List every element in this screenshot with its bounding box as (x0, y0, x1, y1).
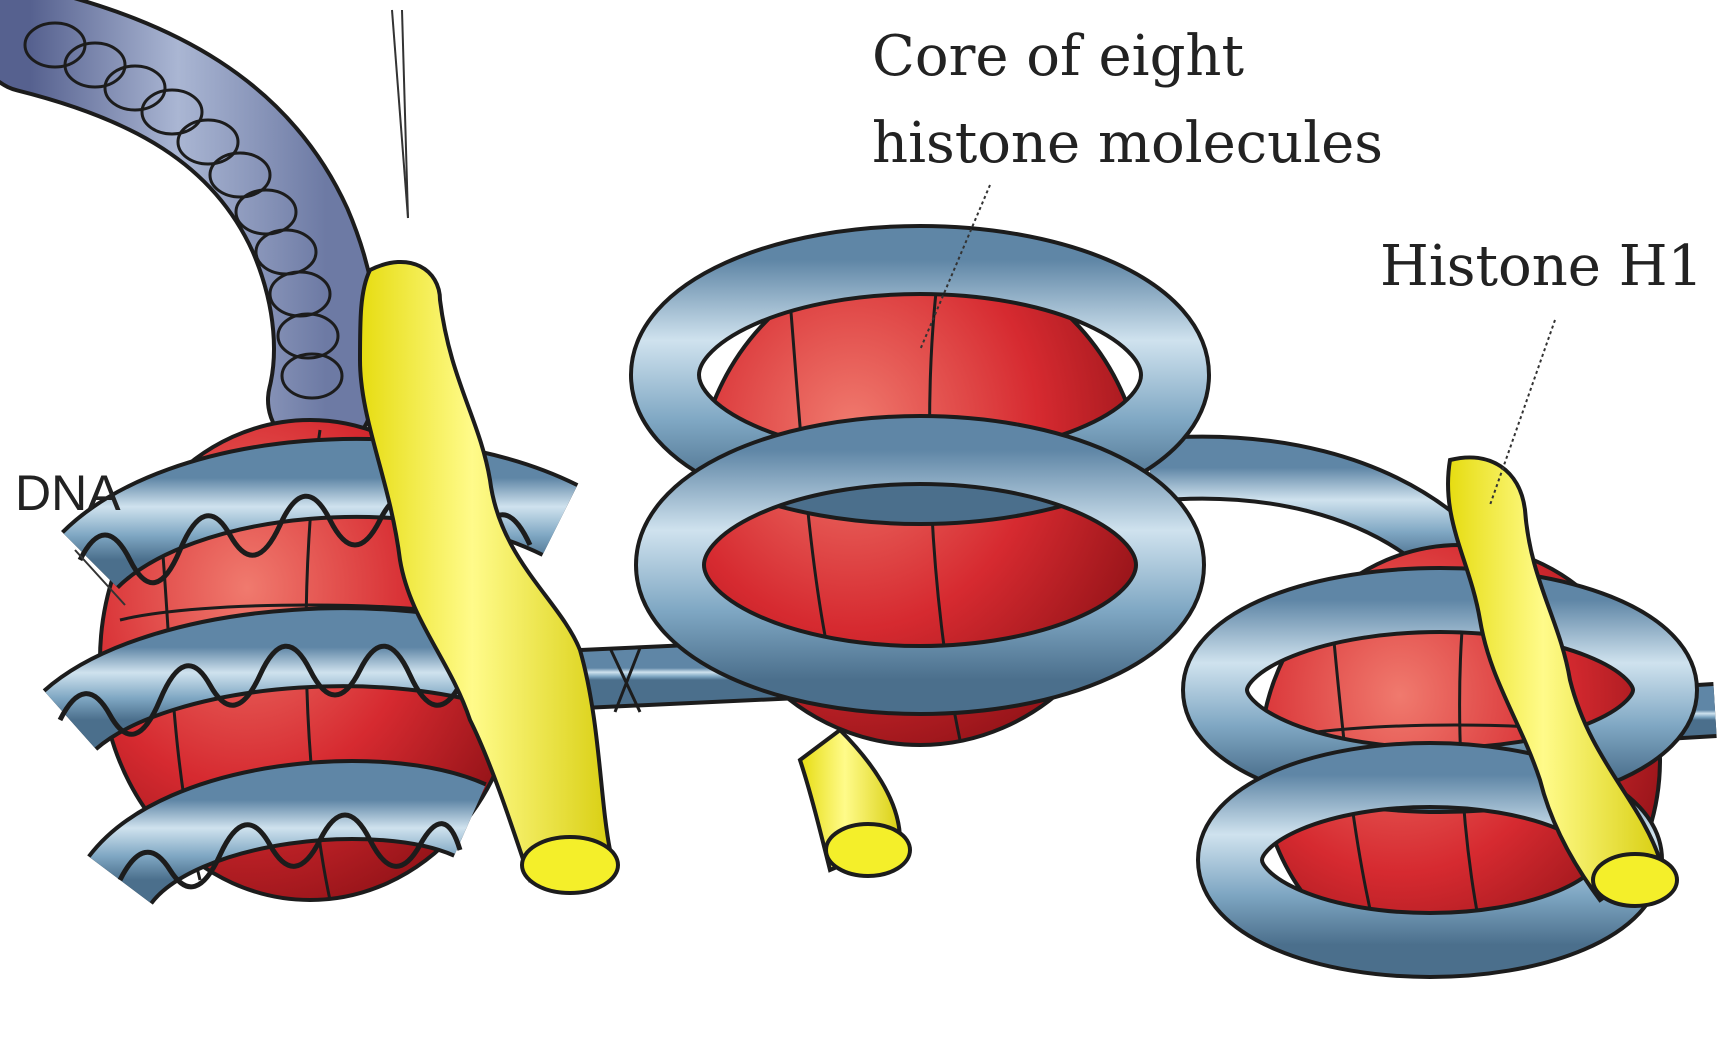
label-dna: DNA (15, 465, 121, 521)
chromatin-fiber-icon (25, 23, 342, 400)
label-core-line2: histone molecules (872, 111, 1383, 176)
label-histone-h1: Histone H1 (1380, 234, 1703, 299)
label-core-line1: Core of eight (872, 24, 1244, 89)
nucleosome-icon (665, 255, 1175, 876)
